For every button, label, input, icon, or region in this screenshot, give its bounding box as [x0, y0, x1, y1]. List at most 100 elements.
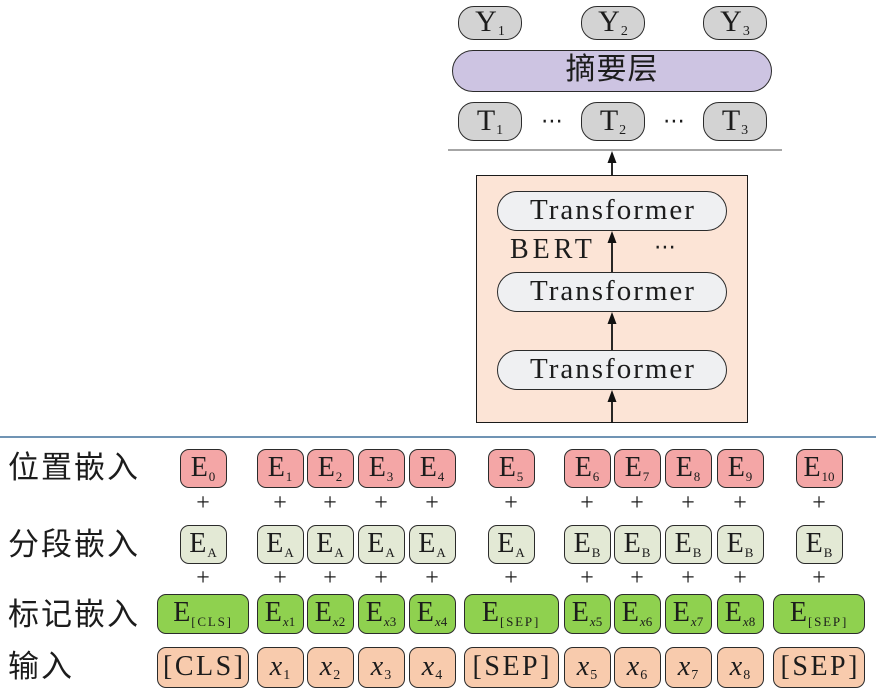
token-embedding-letter: E [672, 597, 690, 628]
input-token-box-1: x1 [256, 647, 304, 688]
token-embedding-subscript: x1 [283, 614, 295, 629]
position-embedding-box-1: E1 [256, 449, 304, 488]
segment-embedding-subscript-index: A [284, 545, 294, 560]
token-embedding-subscript-index: [SEP] [808, 614, 849, 629]
token-embedding-subscript-index: [SEP] [500, 614, 541, 629]
token-embedding-letter: E [571, 597, 589, 628]
position-embedding-box-7: E7 [613, 449, 661, 488]
input-token-box-10: [SEP] [773, 647, 865, 688]
output-y3-box: Y3 [703, 6, 767, 40]
input-token-subscript-index: 6 [640, 668, 648, 683]
position-embedding-letter: E [190, 452, 208, 483]
input-token-subscript-index: 4 [435, 668, 443, 683]
input-token-variable: x [370, 651, 384, 682]
output-subscript: 3 [742, 24, 750, 39]
plus-sign: + [425, 490, 439, 516]
segment-embedding-letter: E [266, 528, 284, 559]
plus-sign: + [425, 565, 439, 591]
bert-output-subscript: 3 [741, 123, 749, 138]
token-embedding-subscript: x6 [640, 614, 652, 629]
position-embedding-letter: E [498, 452, 516, 483]
token-embedding-box-8: Ex7 [664, 594, 712, 634]
segment-embedding-box-3: EA [357, 525, 405, 564]
token-embedding-subscript-index: 6 [645, 614, 653, 629]
output-letter: Y [475, 5, 497, 38]
input-token-subscript-index: 5 [590, 668, 598, 683]
segment-embedding-subscript-index: B [591, 545, 601, 560]
plus-sign: + [630, 490, 644, 516]
token-embedding-subscript-index: 7 [696, 614, 704, 629]
position-embedding-subscript: 7 [643, 469, 650, 484]
plus-sign: + [504, 490, 518, 516]
input-token-subscript: 8 [743, 668, 750, 683]
row-label-input: 输入 [8, 649, 74, 684]
token-embedding-box-9: Ex8 [716, 594, 764, 634]
token-embedding-letter: E [621, 597, 639, 628]
segment-embedding-subscript-index: B [641, 545, 651, 560]
position-embedding-letter: E [267, 452, 285, 483]
position-embedding-subscript-index: 5 [516, 469, 524, 484]
token-embedding-letter: E [724, 597, 742, 628]
output-letter: Y [598, 5, 620, 38]
segment-embedding-subscript: A [334, 545, 343, 560]
segment-embedding-letter: E [497, 528, 515, 559]
segment-embedding-box-8: EB [664, 525, 712, 564]
segment-embedding-subscript: B [824, 545, 833, 560]
position-embedding-subscript-index: 7 [642, 469, 650, 484]
segment-embedding-box-1: EA [256, 525, 304, 564]
position-embedding-subscript-index: 10 [821, 469, 835, 484]
token-embedding-subscript-variable: x [282, 614, 289, 629]
token-embedding-subscript-variable: x [332, 614, 339, 629]
token-embedding-letter: E [173, 597, 191, 628]
token-embedding-letter: E [365, 597, 383, 628]
position-embedding-subscript: 3 [387, 469, 394, 484]
segment-embedding-subscript: A [515, 545, 524, 560]
position-embedding-box-3: E3 [357, 449, 405, 488]
position-embedding-box-0: E0 [179, 449, 227, 488]
segment-embedding-letter: E [189, 528, 207, 559]
segment-embedding-subscript: B [693, 545, 702, 560]
position-embedding-box-4: E4 [408, 449, 456, 488]
token-embedding-box-1: Ex1 [256, 594, 304, 634]
output-subscript: 1 [497, 24, 505, 39]
token-embedding-subscript-index: 1 [288, 614, 296, 629]
position-embedding-box-2: E2 [306, 449, 354, 488]
position-embedding-box-10: E10 [795, 449, 843, 488]
bert-output-ellipsis: ⋯ [541, 109, 563, 134]
bert-output-letter: T [476, 104, 496, 137]
segment-embedding-box-4: EA [408, 525, 456, 564]
position-embedding-letter: E [727, 452, 745, 483]
input-token-subscript: 3 [384, 668, 391, 683]
segment-embedding-subscript: A [436, 545, 445, 560]
segment-embedding-box-10: EB [795, 525, 843, 564]
position-embedding-subscript: 5 [517, 469, 524, 484]
position-embedding-subscript: 6 [593, 469, 600, 484]
bert-output-t3-box: T3 [703, 102, 767, 141]
token-embedding-box-2: Ex2 [306, 594, 354, 634]
output-letter: Y [720, 5, 742, 38]
plus-sign: + [323, 565, 337, 591]
summary-layer: 摘要层 [452, 50, 772, 92]
token-embedding-subscript-index: 3 [389, 614, 397, 629]
position-embedding-subscript-index: 2 [335, 469, 343, 484]
input-token-text: [CLS] [163, 651, 246, 682]
segment-embedding-subscript: B [592, 545, 601, 560]
transformer-layer-middle: Transformer [497, 272, 727, 312]
segment-embedding-subscript-index: A [385, 545, 395, 560]
token-embedding-box-3: Ex3 [357, 594, 405, 634]
input-token-subscript: 5 [590, 668, 597, 683]
input-token-variable: x [729, 651, 743, 682]
token-embedding-letter: E [789, 597, 808, 628]
bert-output-t1-box: T1 [458, 102, 522, 141]
position-embedding-letter: E [317, 452, 335, 483]
input-token-subscript-index: 3 [384, 668, 392, 683]
segment-embedding-subscript: A [284, 545, 293, 560]
segment-embedding-letter: E [573, 528, 591, 559]
input-token-variable: x [677, 651, 691, 682]
segment-embedding-letter: E [316, 528, 334, 559]
token-embedding-box-5: E[SEP] [463, 594, 559, 634]
position-embedding-letter: E [803, 452, 821, 483]
row-label-token-embedding: 标记嵌入 [8, 597, 140, 632]
segment-embedding-subscript: B [642, 545, 651, 560]
segment-embedding-letter: E [418, 528, 436, 559]
